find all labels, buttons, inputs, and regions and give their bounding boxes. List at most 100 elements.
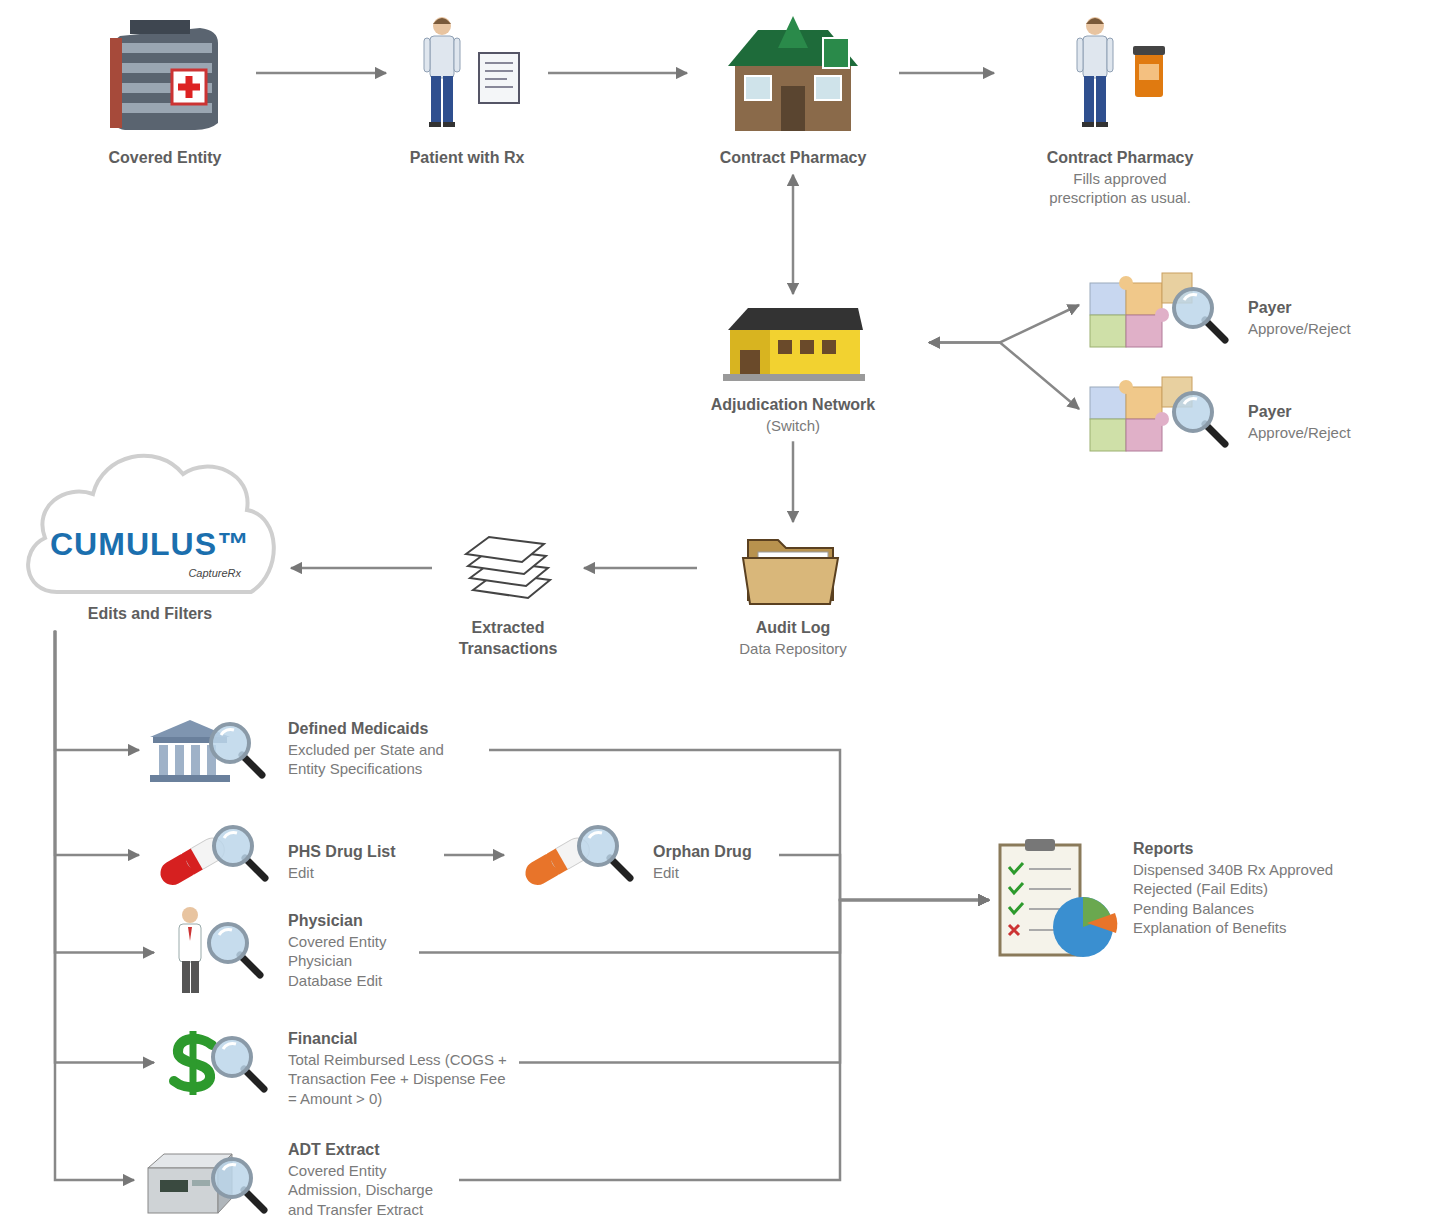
flow-arrow <box>779 855 989 900</box>
node-title: Contract Pharmacy <box>1035 148 1205 169</box>
node-text: Edit <box>288 863 438 883</box>
node-text: (Switch) <box>663 416 923 436</box>
node-text: Edit <box>653 863 773 883</box>
flow-arrow <box>419 900 989 953</box>
payer-icon <box>1090 377 1225 451</box>
text-group: Patient with Rx <box>392 138 542 169</box>
report-icon <box>995 835 1120 965</box>
payer-icon <box>1090 273 1225 347</box>
flow-arrow <box>548 72 687 75</box>
switch-icon <box>718 300 868 385</box>
patient-icon <box>424 17 519 127</box>
text-group: PayerApprove/Reject <box>1248 372 1418 442</box>
node-text: Covered Entity Physician Database Edit <box>288 932 413 991</box>
audit-node: Audit LogData Repository <box>703 528 883 658</box>
text-group: PhysicianCovered Entity Physician Databa… <box>288 905 413 990</box>
cloud-shape <box>15 432 285 602</box>
flow-arrow <box>929 343 1079 410</box>
node-title: Patient with Rx <box>392 148 542 169</box>
text-group: PHS Drug ListEdit <box>288 820 438 882</box>
flow-arrow <box>256 72 386 75</box>
node-text: Pending Balances <box>1133 899 1413 919</box>
text-group: ADT ExtractCovered Entity Admission, Dis… <box>288 1140 453 1219</box>
drug-icon <box>145 820 275 890</box>
node-title: CUMULUS™ <box>15 524 285 566</box>
payer-node: PayerApprove/Reject <box>1085 372 1418 462</box>
node-title: Orphan Drug <box>653 842 773 863</box>
reports-node: ReportsDispensed 340B Rx ApprovedRejecte… <box>995 835 1413 965</box>
patient-icon <box>407 8 527 138</box>
filter-node: FinancialTotal Reimbursed Less (COGS + T… <box>160 1025 513 1108</box>
node-title: PHS Drug List <box>288 842 438 863</box>
pharmacy-node: Contract Pharmacy <box>693 8 893 169</box>
switch-icon <box>723 308 865 381</box>
text-group: Orphan DrugEdit <box>653 820 773 882</box>
flow-arrow <box>55 631 134 1180</box>
text-group: Contract PharmacyFills approved prescrip… <box>1035 138 1205 208</box>
fill-icon <box>1077 17 1165 127</box>
node-text: CaptureRx <box>188 566 241 580</box>
node-title: Contract Pharmacy <box>693 148 893 169</box>
filter-node: Defined MedicaidsExcluded per State and … <box>145 715 483 785</box>
filter-node: ADT ExtractCovered Entity Admission, Dis… <box>140 1140 453 1220</box>
report-icon <box>1000 839 1117 957</box>
box-icon <box>148 1154 264 1213</box>
flow-arrow <box>519 900 989 1063</box>
node-text: Rejected (Fail Edits) <box>1133 879 1413 899</box>
pharmacy-icon <box>723 8 863 138</box>
payer-icon <box>1085 268 1235 358</box>
flow-arrow <box>584 567 697 570</box>
text-group: Extracted Transactions <box>448 608 568 660</box>
node-text: Edits and Filters <box>15 604 285 625</box>
text-group: Edits and Filters <box>15 604 285 625</box>
text-group: Audit LogData Repository <box>703 608 883 658</box>
flow-arrow <box>291 567 432 570</box>
box-icon <box>140 1140 275 1220</box>
papers-icon <box>466 537 550 598</box>
flow-arrow <box>55 631 139 750</box>
node-title: Audit Log <box>703 618 883 639</box>
node-text: Data Repository <box>703 639 883 659</box>
payer-icon <box>1085 372 1235 462</box>
text-group: Adjudication Network(Switch) <box>663 385 923 435</box>
node-text: Total Reimbursed Less (COGS + Transactio… <box>288 1050 513 1109</box>
flow-arrow <box>929 305 1079 343</box>
node-title: ADT Extract <box>288 1140 453 1161</box>
node-title: Covered Entity <box>80 148 250 169</box>
flow-arrow <box>489 750 989 900</box>
physician-icon <box>179 907 260 993</box>
filter-node: PHS Drug ListEdit <box>145 820 438 890</box>
node-text: Explanation of Benefits <box>1133 918 1413 938</box>
fill-icon <box>1055 8 1185 138</box>
transactions-node: Extracted Transactions <box>438 528 578 660</box>
text-group: Defined MedicaidsExcluded per State and … <box>288 715 483 779</box>
flow-arrow <box>792 441 795 522</box>
flow-arrow <box>55 631 154 1063</box>
orphan-icon <box>510 820 640 890</box>
filter-node: Orphan DrugEdit <box>510 820 773 890</box>
payer-node: PayerApprove/Reject <box>1085 268 1418 358</box>
dollar-icon <box>174 1031 264 1095</box>
flow-arrow <box>55 631 139 855</box>
entity-icon <box>110 20 218 130</box>
node-title: Reports <box>1133 839 1413 860</box>
text-group: PayerApprove/Reject <box>1248 268 1418 338</box>
physician-icon <box>160 905 275 1000</box>
flow-arrow <box>899 72 994 75</box>
medicaid-icon <box>145 715 275 785</box>
entity-node: Covered Entity <box>80 8 250 169</box>
orphan-icon <box>521 827 630 889</box>
text-group: Contract Pharmacy <box>693 138 893 169</box>
switch-node: Adjudication Network(Switch) <box>663 300 923 435</box>
pharmacy-icon <box>728 16 858 131</box>
flow-arrow <box>444 854 504 857</box>
node-text: Excluded per State and Entity Specificat… <box>288 740 483 779</box>
node-text: Approve/Reject <box>1248 423 1418 443</box>
node-title: Financial <box>288 1029 513 1050</box>
flow-arrow <box>55 631 154 953</box>
patient-node: Patient with Rx <box>392 8 542 169</box>
filter-node: PhysicianCovered Entity Physician Databa… <box>160 905 413 1000</box>
text-group: FinancialTotal Reimbursed Less (COGS + T… <box>288 1025 513 1108</box>
papers-icon <box>458 528 558 608</box>
node-text: Dispensed 340B Rx Approved <box>1133 860 1413 880</box>
